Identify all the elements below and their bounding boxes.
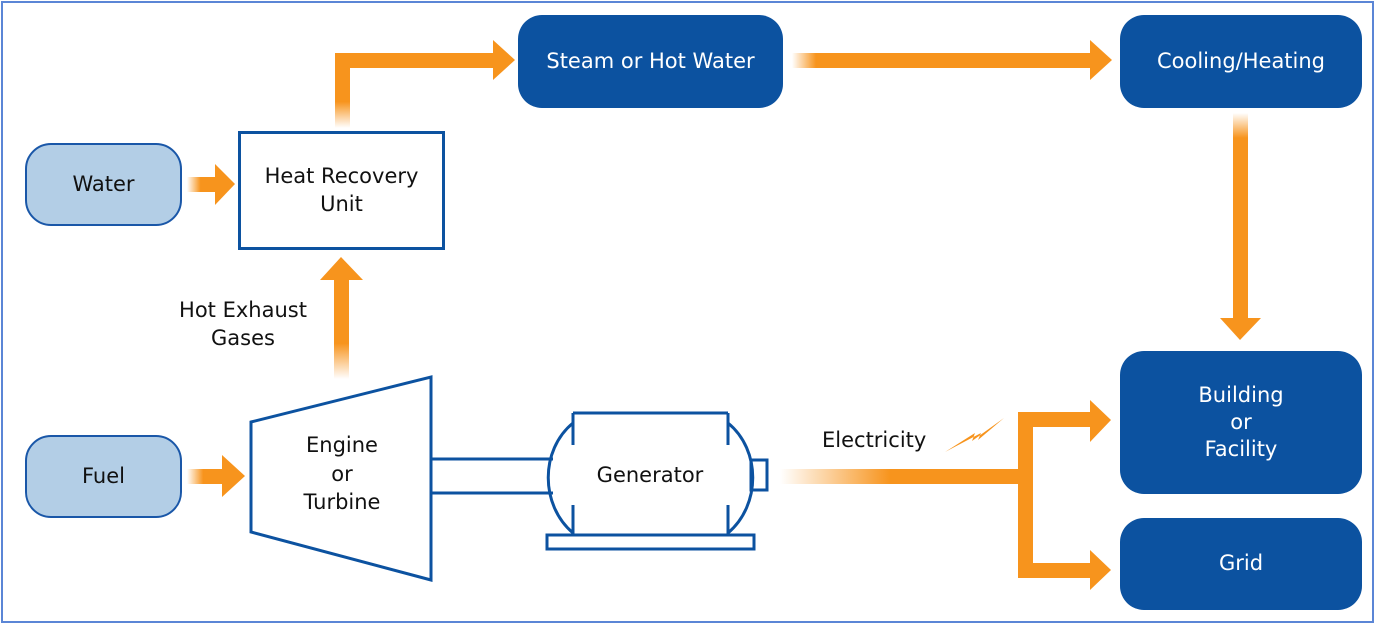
node-generator: Generator xyxy=(580,455,720,495)
node-grid: Grid xyxy=(1120,518,1362,610)
arrow-heat-recovery-to-steam xyxy=(335,40,515,128)
shaft xyxy=(431,457,553,495)
node-engine-turbine-label: Engine or Turbine xyxy=(303,433,381,515)
arrow-exhaust-to-heat-recovery xyxy=(320,257,363,379)
node-heat-recovery-unit: Heat Recovery Unit xyxy=(238,131,445,250)
engine-turbine-shape xyxy=(249,375,433,582)
node-building-facility: Building or Facility xyxy=(1120,351,1362,494)
arrow-steam-to-cooling xyxy=(792,40,1112,80)
node-cooling-heating: Cooling/Heating xyxy=(1120,15,1362,108)
arrow-fuel-to-engine xyxy=(187,455,245,497)
generator-shape xyxy=(545,411,769,551)
node-fuel-label: Fuel xyxy=(82,463,125,488)
arrow-cooling-to-building xyxy=(1220,113,1261,340)
node-engine-turbine: Engine or Turbine xyxy=(262,418,422,530)
label-hot-exhaust-gases: Hot Exhaust Gases xyxy=(179,298,307,351)
node-water: Water xyxy=(25,143,182,226)
lightning-bolt-icon xyxy=(945,418,1004,452)
node-grid-label: Grid xyxy=(1218,551,1264,576)
node-steam-hot-water-label: Steam or Hot Water xyxy=(546,48,755,73)
label-electricity: Electricity xyxy=(822,428,927,452)
arrow-generator-to-loads xyxy=(780,400,1111,590)
node-building-facility-label: Building or Facility xyxy=(1198,382,1284,462)
node-heat-recovery-unit-label: Heat Recovery Unit xyxy=(264,164,419,216)
node-water-label: Water xyxy=(72,171,135,196)
node-cooling-heating-label: Cooling/Heating xyxy=(1156,48,1326,73)
arrow-water-to-heat-recovery xyxy=(187,164,235,205)
node-fuel: Fuel xyxy=(25,435,182,518)
node-generator-label: Generator xyxy=(596,462,704,487)
node-steam-hot-water: Steam or Hot Water xyxy=(518,15,783,108)
